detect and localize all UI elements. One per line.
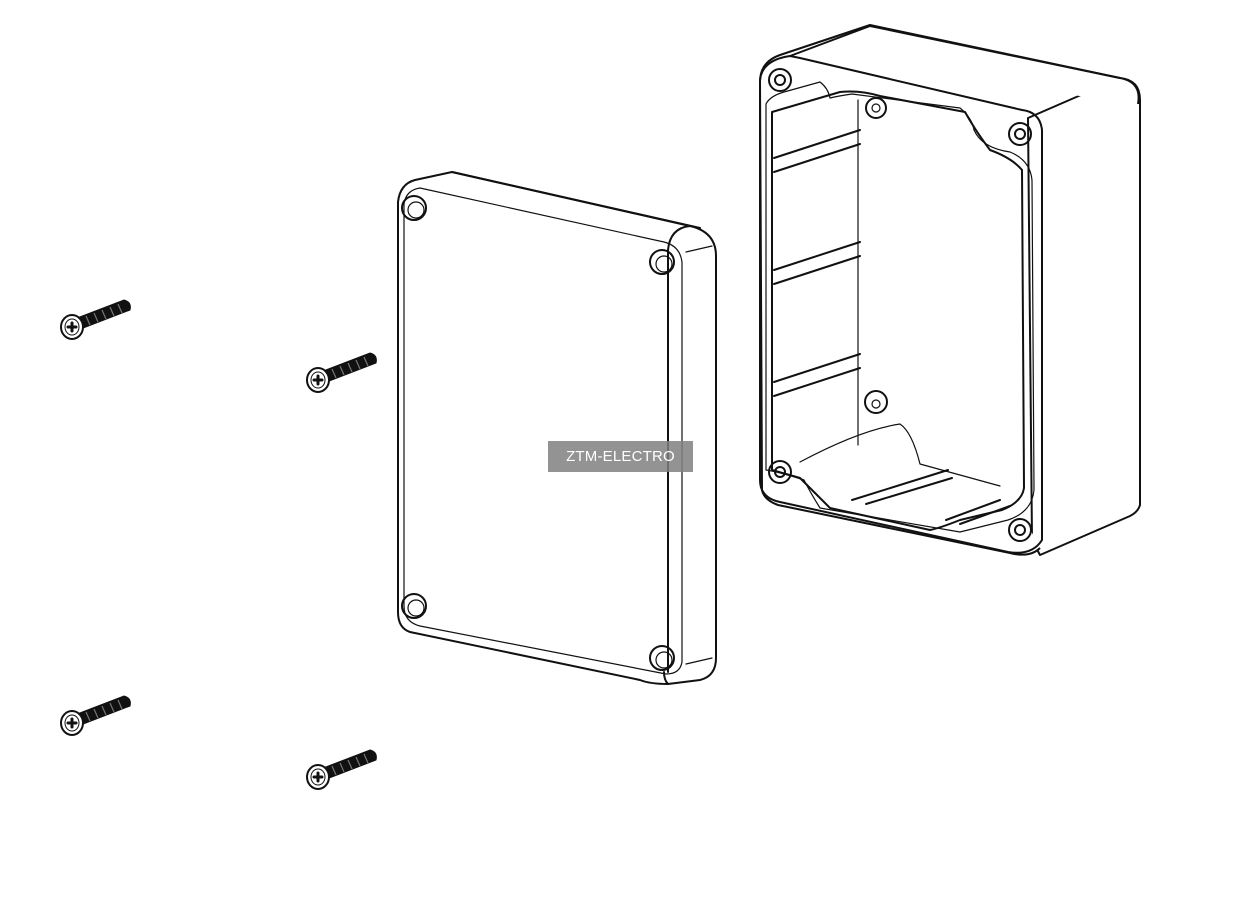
- base-boss-top-right: [1008, 122, 1032, 146]
- base-boss-bottom-right-hole: [1014, 524, 1026, 536]
- base-boss-bottom-right: [1008, 518, 1032, 542]
- base-side-face: [1027, 77, 1141, 556]
- base-pillar-top: [865, 97, 887, 119]
- screw-icon: [59, 298, 132, 341]
- base-inner-opening: [771, 90, 1025, 531]
- base-boss-top-left: [768, 68, 792, 92]
- base-pillar-bottom: [864, 390, 888, 414]
- base-inner-wall-left: [771, 99, 859, 471]
- base-floor-rails: [851, 469, 1011, 525]
- screw-icon: [305, 351, 378, 394]
- screw-icon: [59, 694, 132, 737]
- base-front-lip: [799, 423, 1001, 487]
- screw-icon: [305, 748, 378, 791]
- lid-hole-bottom-left-inner: [407, 599, 425, 617]
- base-inner-rim-offset: [765, 81, 1035, 533]
- watermark-label: ZTM-ELECTRO: [548, 441, 693, 472]
- lid-hole-top-left: [401, 195, 427, 221]
- base-card-guides: [773, 129, 861, 397]
- lid-hole-top-left-inner: [407, 201, 425, 219]
- lid-outer-edge: [397, 171, 717, 685]
- lid-hole-top-right-inner: [655, 255, 673, 273]
- base-pillar-top-hole: [871, 103, 881, 113]
- enclosure-base: [759, 24, 1141, 556]
- base-pillar-bottom-hole: [871, 399, 881, 409]
- base-rim-outline: [759, 55, 1043, 554]
- lid-hole-top-right: [649, 249, 675, 275]
- base-boss-top-right-hole: [1014, 128, 1026, 140]
- base-boss-bottom-left-hole: [774, 466, 786, 478]
- lid-hole-bottom-left: [401, 593, 427, 619]
- base-boss-top-left-hole: [774, 74, 786, 86]
- lid-side-face: [685, 245, 713, 665]
- base-boss-bottom-left: [768, 460, 792, 484]
- lid-hole-bottom-right-inner: [655, 651, 673, 669]
- base-rim-top-edge: [789, 25, 1121, 79]
- lid-hole-bottom-right: [649, 645, 675, 671]
- enclosure-lid: [397, 171, 717, 685]
